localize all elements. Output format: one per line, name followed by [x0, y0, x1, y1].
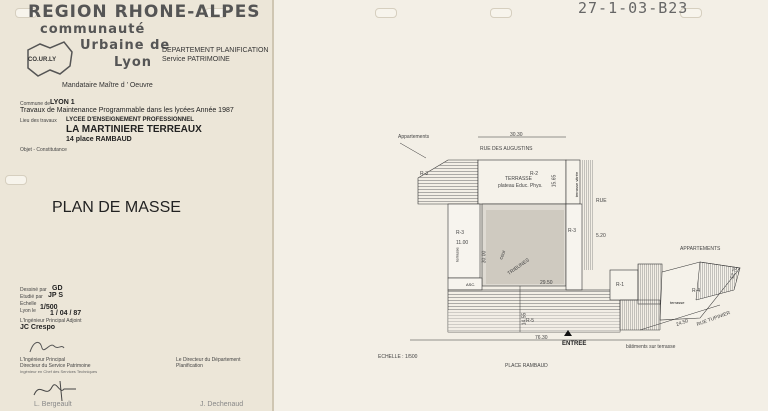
plan-dim-520: 5.20 [596, 233, 606, 239]
plan-r5: R-5 [526, 318, 535, 324]
logo-text: CO.UR.LY [28, 57, 57, 63]
dessine: GD [52, 285, 63, 292]
plan-street-augustins: RUE DES AUGUSTINS [480, 146, 533, 152]
etudie: JP S [48, 292, 64, 299]
echelle: 1/500 [40, 304, 58, 311]
lyon-label: Lyon le [20, 308, 36, 314]
commune: LYON 1 [50, 99, 75, 106]
entrance-marker [564, 330, 572, 336]
left-sig-note: Ingénieur en Chef des Services Technique… [20, 369, 98, 374]
lieu-label: Lieu des travaux [20, 118, 57, 124]
left-sig-name: L. Bergeault [34, 401, 72, 408]
ingenieur-label: L'Ingénieur Principal Adjoint [20, 318, 82, 324]
binding-hole [375, 8, 397, 18]
courly-logo [27, 41, 73, 77]
region-title: REGION RHONE-ALPES [28, 2, 261, 22]
plan-entree: ENTREE [562, 341, 587, 347]
dessine-label: Dessiné par [20, 287, 47, 293]
plan-dim-3000: 30.00 [481, 250, 488, 264]
left-sig-title1: L'Ingénieur Principal [20, 357, 66, 363]
plan-r3-right: R-3 [568, 228, 577, 234]
plan-terrasse-vitree: terrasse vitrée [574, 171, 580, 198]
right-sig-title1: Le Directeur du Département [176, 357, 241, 363]
plan-r2: R-2 [530, 171, 539, 177]
building-r3-left-top [417, 159, 479, 205]
street-band [582, 160, 594, 270]
travaux: Travaux de Maintenance Programmable dans… [20, 107, 234, 114]
right-sig-title2: Planification [176, 363, 203, 369]
etudie-label: Etudié par [20, 294, 43, 300]
binding-hole [15, 8, 37, 18]
address: 14 place RAMBAUD [66, 136, 132, 143]
binding-hole [5, 175, 27, 185]
plan-terrasse-vert: terrasse [454, 247, 460, 262]
community-line1: communauté [40, 22, 146, 37]
signature-bergeault [33, 380, 76, 402]
service: Service PATRIMOINE [162, 56, 230, 63]
plan-dim-1100: 11.00 [456, 240, 469, 246]
plan-dim-1455: 14.55 [521, 312, 528, 326]
building-r1 [609, 269, 639, 301]
archive-stamp: 27-1-03-B23 [578, 0, 689, 17]
ingenieur: JC Crespo [20, 324, 56, 331]
binding-hole [205, 8, 227, 18]
plan-place-rambaud: PLACE RAMBAUD [505, 363, 548, 369]
plan-dim-right-top: 15.65 [551, 174, 558, 188]
date: 1 / 04 / 87 [50, 310, 82, 317]
plan-r3-left-top: R-3 [420, 171, 429, 177]
plan-appartements-right: APPARTEMENTS [680, 246, 721, 252]
plan-label-appartements: Appartements [398, 134, 430, 140]
echelle-label: Echelle [20, 301, 37, 307]
left-title-panel [0, 0, 272, 411]
page-fold [272, 0, 274, 411]
left-sig-title2: Directeur du Service Patrimoine [20, 363, 91, 369]
mandataire: Mandataire Maître d ' Oeuvre [62, 82, 153, 89]
department: DEPARTEMENT PLANIFICATION [162, 47, 269, 54]
plan-r4: R-4 [692, 288, 701, 294]
plan-rue: RUE [596, 198, 607, 204]
objet-label: Objet - Constitutance [20, 147, 67, 153]
school-name: LA MARTINIERE TERREAUX [66, 124, 202, 135]
community-line2: Urbaine de [80, 38, 171, 53]
binding-hole [680, 8, 702, 18]
binding-hole [490, 8, 512, 18]
plan-r1: R-1 [616, 282, 625, 288]
plan-dim-top: 30.30 [510, 132, 523, 138]
plan-terrasse: TERRASSE [505, 176, 532, 182]
plan-r3-left: R-3 [456, 230, 465, 236]
elevator-block [447, 277, 483, 291]
signature-crespo [29, 342, 65, 353]
plan-scale: ECHELLE : 1/500 [378, 354, 418, 360]
plan-batiments: bâtiments sur terrasse [626, 344, 676, 350]
page-title: PLAN DE MASSE [52, 199, 181, 216]
right-sig-name: J. Dechenaud [200, 401, 244, 408]
school-type: LYCEE D'ENSEIGNEMENT PROFESSIONNEL [66, 117, 194, 123]
plan-terrasse-small: terrasse [670, 300, 685, 305]
plan-plateau: plateau Educ. Phys. [498, 183, 543, 189]
community-line3: Lyon [114, 55, 153, 70]
plan-dim-2950: 29.50 [540, 280, 553, 286]
plan-asc: ASC. [466, 282, 476, 287]
building-r3-left [447, 203, 481, 279]
plan-dim-7630: 76.30 [535, 335, 548, 341]
commune-label: Commune de [20, 101, 51, 107]
building-r3-right [565, 203, 583, 291]
